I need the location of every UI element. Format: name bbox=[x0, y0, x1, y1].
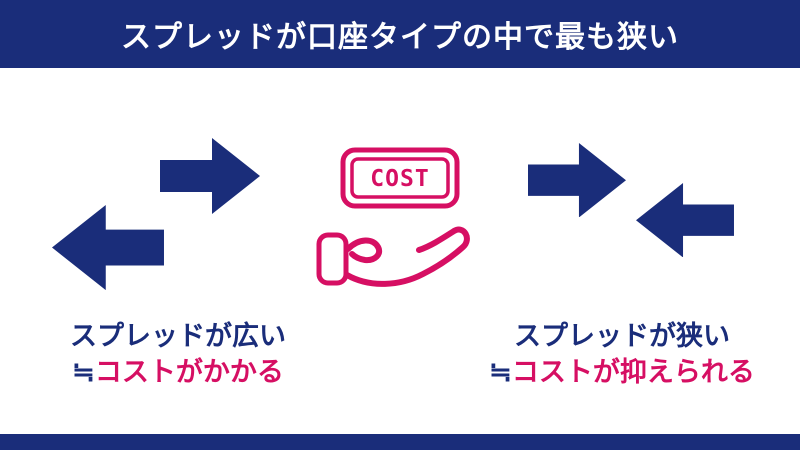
spread-narrow-label: スプレッドが狭い bbox=[514, 321, 730, 351]
arrow-left-icon bbox=[52, 205, 164, 291]
cost-high-label: ≒コストがかかる bbox=[72, 357, 284, 388]
caption-spread-wide: スプレッドが広い ≒コストがかかる bbox=[18, 318, 338, 391]
arrow-right-icon bbox=[160, 138, 260, 214]
arrow-left-icon bbox=[636, 183, 734, 258]
cost-sign-inner-frame bbox=[350, 157, 450, 199]
cost-hand-icon: COST bbox=[315, 146, 485, 308]
caption-spread-narrow: スプレッドが狭い ≒コストが抑えられる bbox=[452, 318, 792, 391]
approx-symbol: ≒ bbox=[489, 357, 512, 388]
hand-cuff bbox=[316, 232, 349, 286]
arrow-right-icon bbox=[528, 143, 626, 218]
spread-wide-label: スプレッドが広い bbox=[70, 321, 286, 351]
footer-bar bbox=[0, 434, 800, 450]
cost-sign-outer-frame bbox=[340, 147, 460, 209]
header-bar: スプレッドが口座タイプの中で最も狭い bbox=[0, 0, 800, 68]
approx-symbol: ≒ bbox=[72, 357, 95, 388]
hand-thumb bbox=[345, 237, 383, 264]
cost-label: COST bbox=[370, 166, 429, 192]
cost-low-label: ≒コストが抑えられる bbox=[489, 357, 755, 388]
page-title: スプレッドが口座タイプの中で最も狭い bbox=[121, 21, 679, 54]
hand-palm bbox=[344, 226, 470, 287]
